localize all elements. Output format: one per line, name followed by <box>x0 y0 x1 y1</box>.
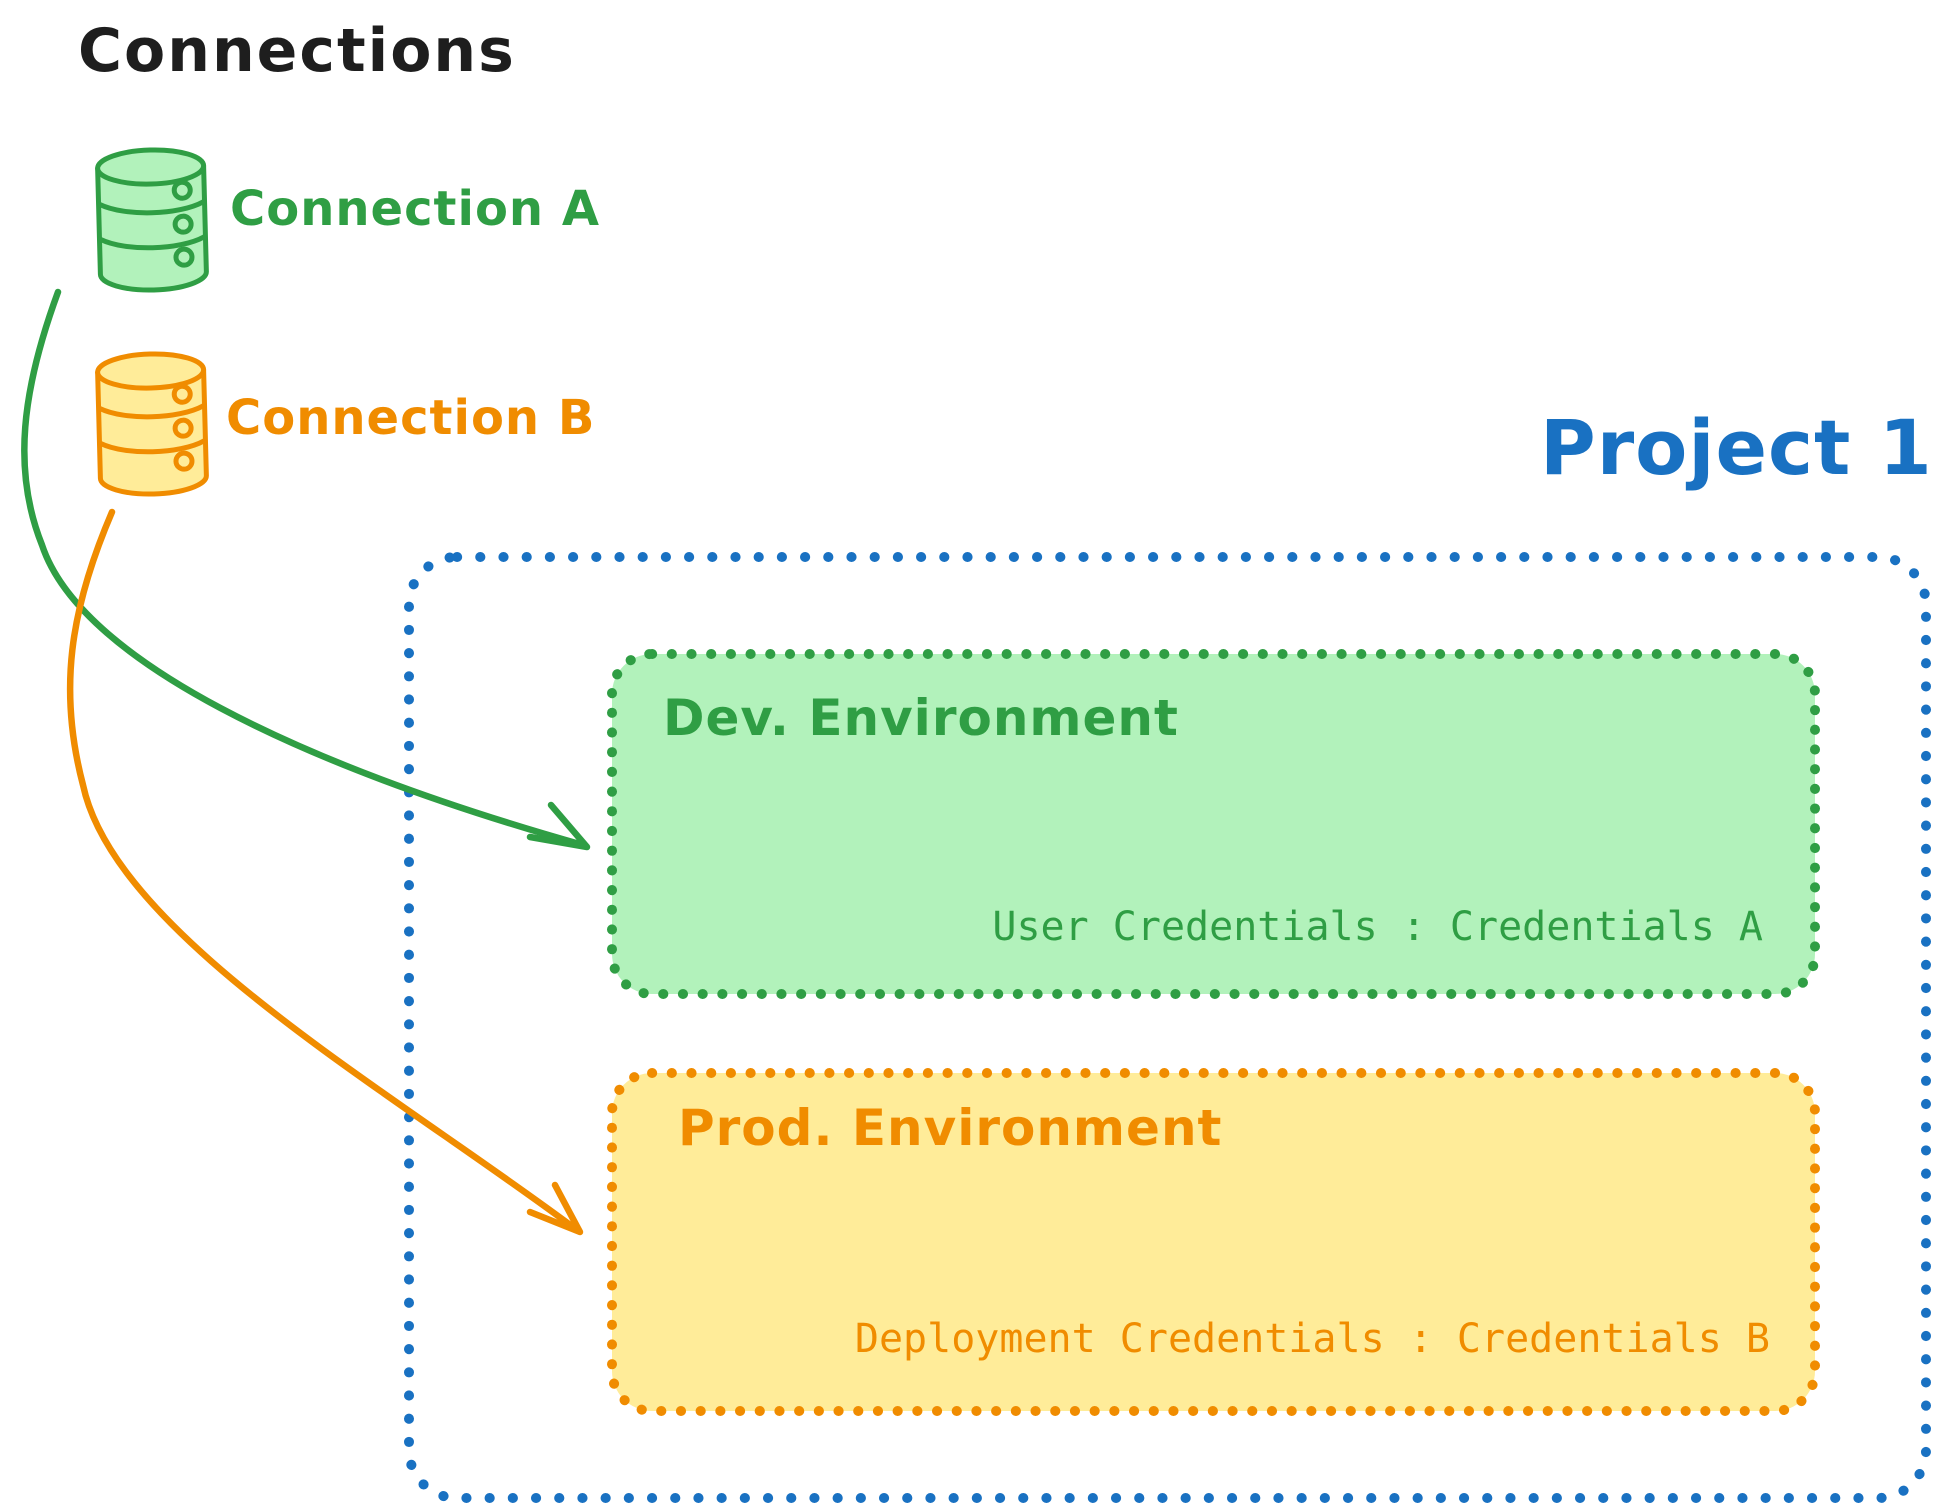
connection-a-label: Connection A <box>230 181 600 237</box>
dev-environment-credentials: User Credentials : Credentials A <box>992 904 1763 950</box>
database-icon <box>95 351 209 497</box>
arrowhead-icon <box>526 1181 584 1236</box>
prod-environment-name: Prod. Environment <box>678 1099 1223 1157</box>
dev-environment-name: Dev. Environment <box>663 689 1179 747</box>
prod-environment-box <box>607 1068 1820 1416</box>
connection-b-label: Connection B <box>226 390 596 446</box>
connection-b-arrow <box>66 508 584 1236</box>
project-title: Project 1 <box>1540 403 1933 492</box>
prod-environment-credentials: Deployment Credentials : Credentials B <box>854 1316 1770 1362</box>
connection-a-arrow <box>21 288 591 851</box>
dev-environment-box <box>607 649 1820 999</box>
database-icon <box>95 147 209 293</box>
arrowhead-icon <box>526 801 591 851</box>
diagram-title: Connections <box>78 16 516 86</box>
project-box <box>404 552 1931 1503</box>
